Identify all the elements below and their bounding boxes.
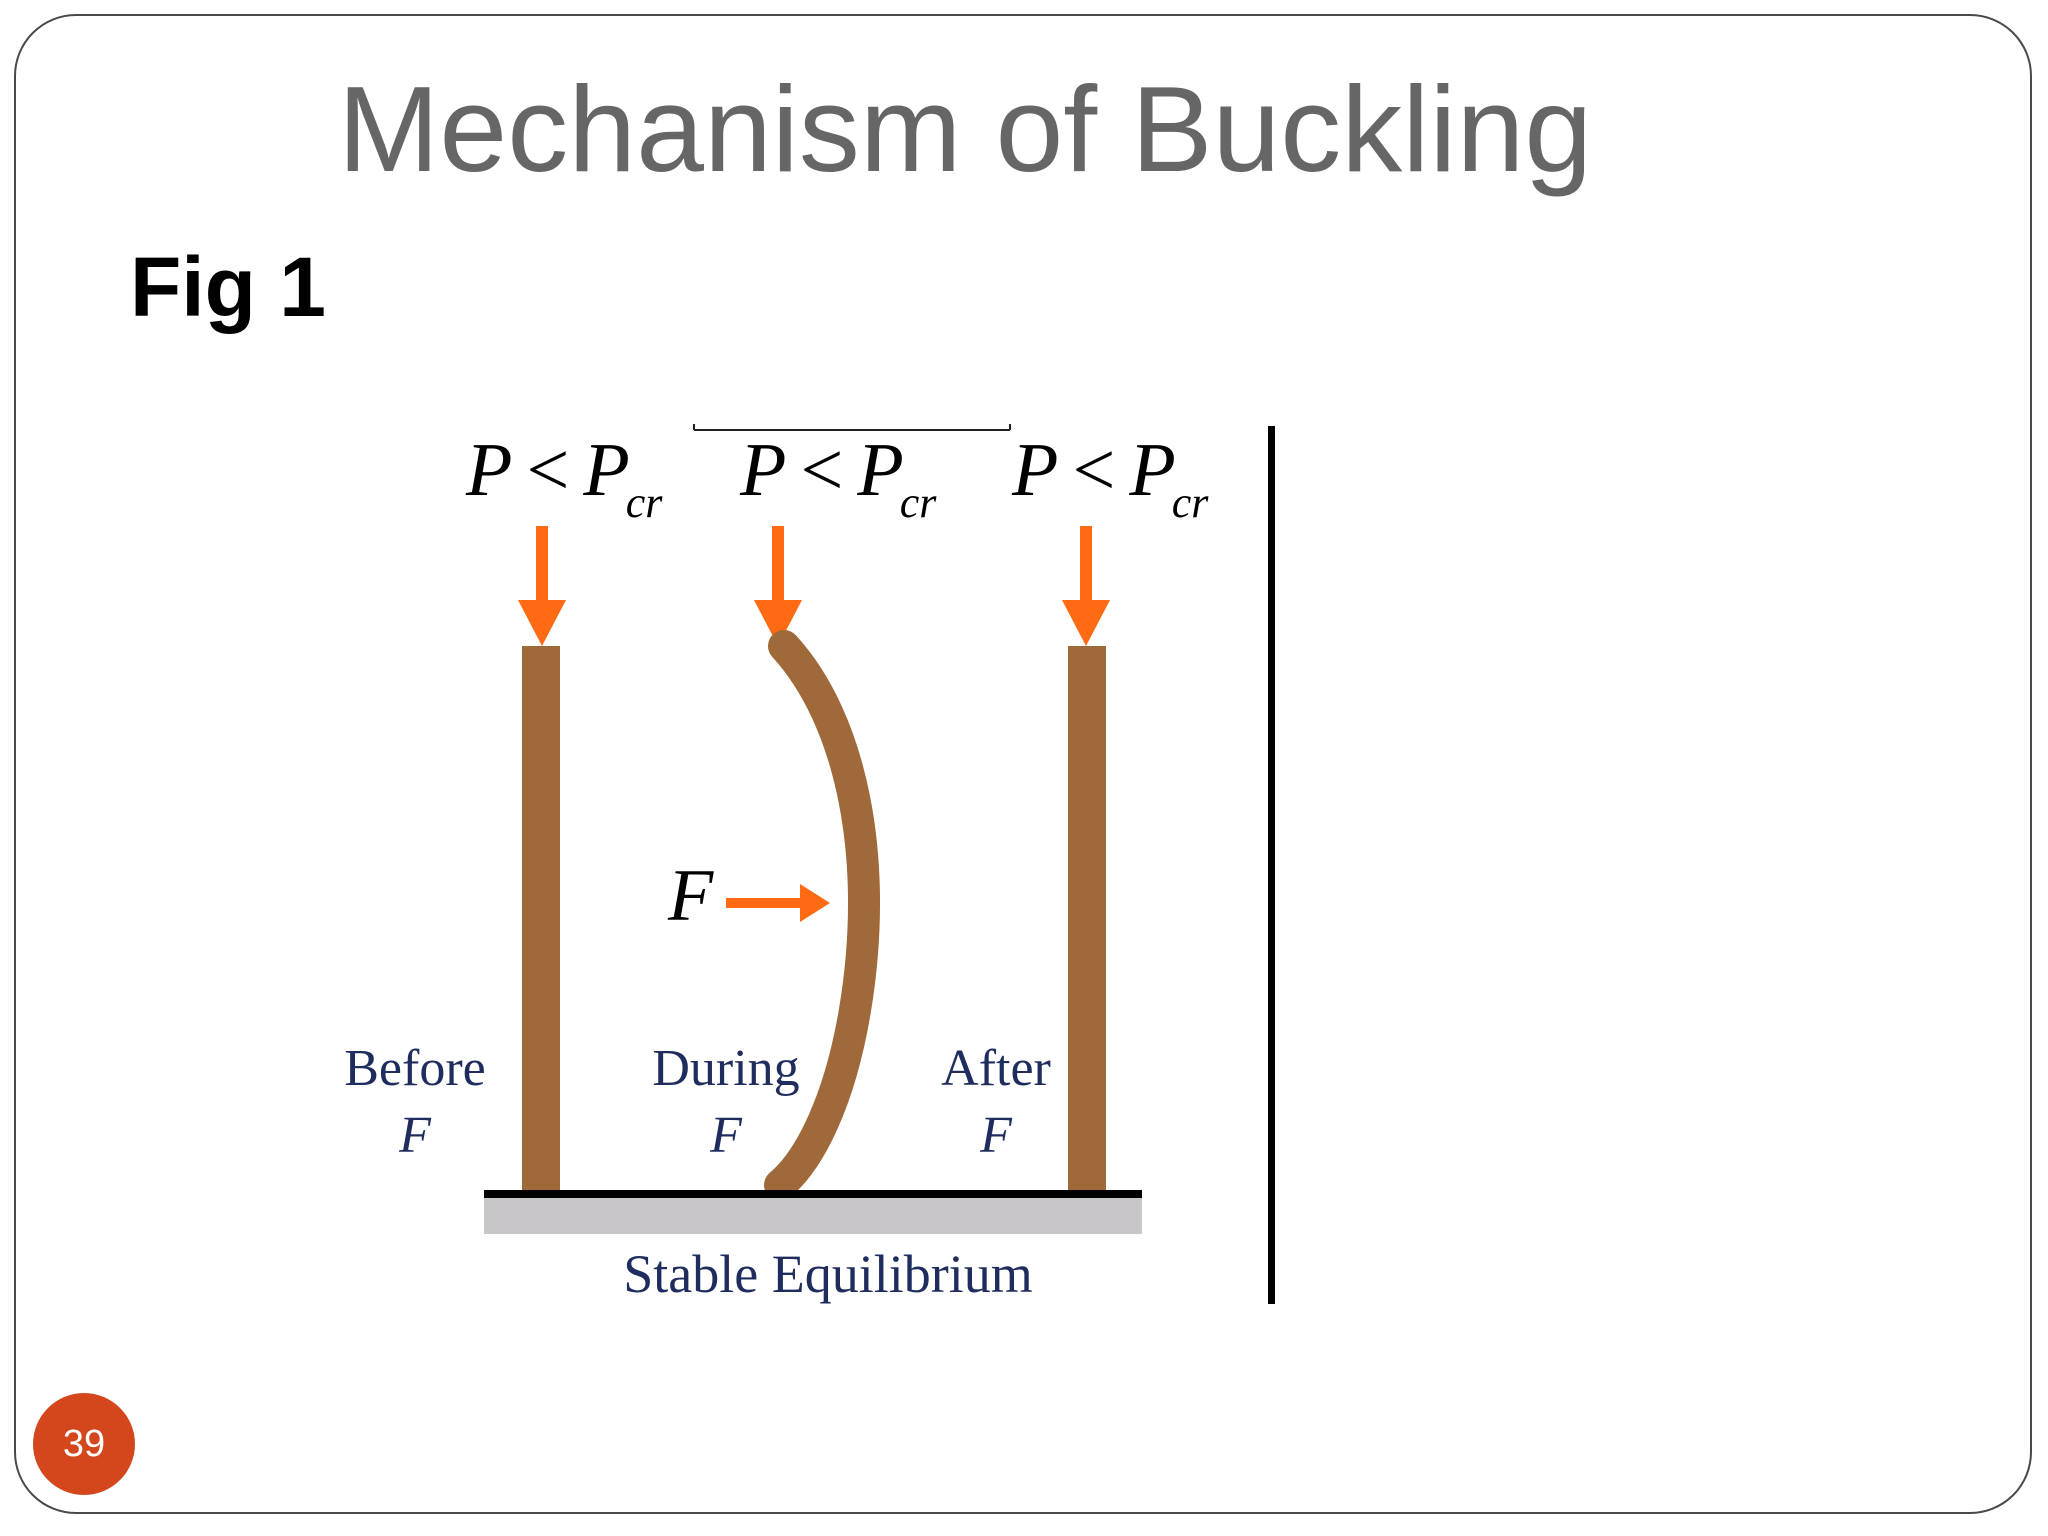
stage-label-after: After [941, 1040, 1051, 1097]
column-during [764, 630, 881, 1201]
vertical-divider [1268, 426, 1275, 1304]
svg-text:P<Pcr: P<Pcr [465, 428, 663, 527]
slide-title: Mechanism of Buckling [337, 61, 1593, 197]
force-arrow [726, 884, 830, 922]
load-label-1: P<Pcr [465, 428, 663, 527]
ground-line [484, 1190, 1142, 1198]
force-label: F [667, 855, 714, 937]
load-label-3: P<Pcr [1011, 428, 1209, 527]
slide-frame [14, 14, 2032, 1514]
svg-text:P<Pcr: P<Pcr [1011, 428, 1209, 527]
stage-label-during: During [652, 1040, 799, 1097]
stage-force-before: F [398, 1107, 432, 1164]
page-number-badge: 39 [33, 1393, 135, 1495]
column-before [522, 646, 560, 1194]
load-arrow-2 [754, 526, 802, 646]
diagram-caption: Stable Equilibrium [623, 1244, 1032, 1304]
column-after [1068, 646, 1106, 1194]
load-arrow-1 [518, 526, 566, 646]
stage-force-during: F [709, 1107, 743, 1164]
load-arrow-3 [1062, 526, 1110, 646]
figure-label: Fig 1 [130, 240, 327, 334]
stage-force-after: F [979, 1107, 1013, 1164]
ground-base [484, 1196, 1142, 1234]
load-label-2: P<Pcr [739, 428, 937, 527]
svg-text:P<Pcr: P<Pcr [739, 428, 937, 527]
stage-label-before: Before [344, 1040, 485, 1097]
